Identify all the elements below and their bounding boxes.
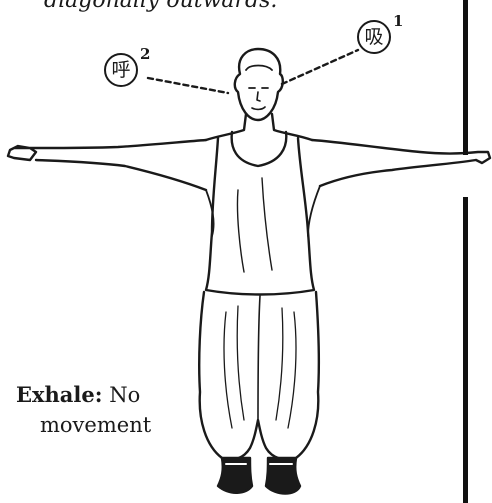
exhale-label: Exhale: xyxy=(16,382,103,407)
exhale-breath-badge: 呼 2 xyxy=(104,47,148,91)
page-edge-rule-upper xyxy=(463,0,468,155)
leader-line-inhale xyxy=(282,50,358,84)
exhale-chinese-character: 呼 xyxy=(111,61,130,80)
exhale-text-continued: movement xyxy=(16,411,151,441)
exhale-badge-circle: 呼 xyxy=(104,53,138,87)
inhale-step-number: 1 xyxy=(393,12,403,30)
exhale-note-line1: Exhale: No xyxy=(16,380,151,411)
tank-top xyxy=(206,132,314,295)
inhale-breath-badge: 吸 1 xyxy=(357,14,401,58)
inhale-badge-circle: 吸 xyxy=(357,20,391,54)
exhale-text-start: No xyxy=(109,383,140,407)
leader-line-exhale xyxy=(148,78,228,93)
exhale-note: Exhale: No movement xyxy=(16,380,151,441)
exhale-step-number: 2 xyxy=(140,45,150,63)
page-edge-rule-lower xyxy=(463,197,468,503)
left-arm xyxy=(8,140,206,190)
inhale-chinese-character: 吸 xyxy=(364,28,383,47)
